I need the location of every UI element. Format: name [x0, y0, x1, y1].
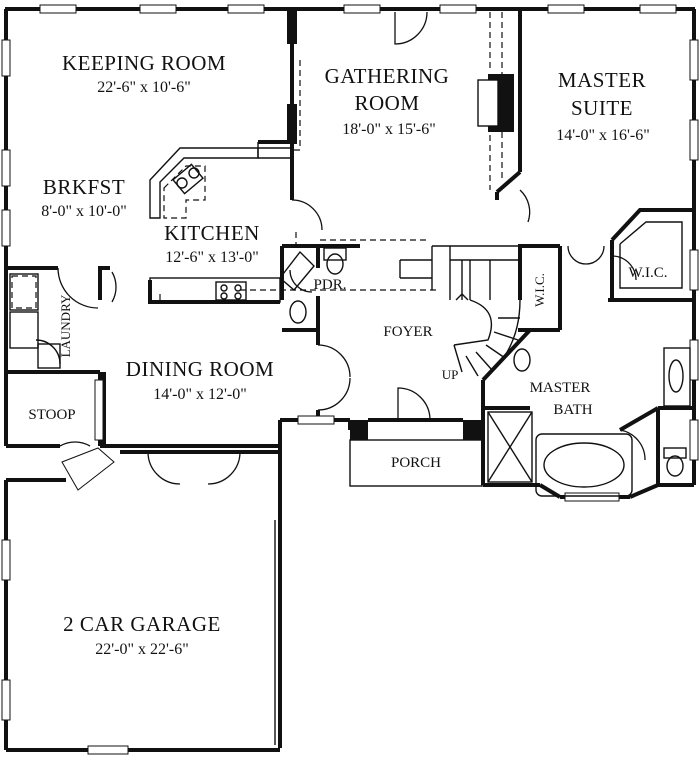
- kitchen-dims: 12'-6" x 13'-0": [165, 249, 258, 266]
- porch-name: PORCH: [391, 455, 441, 471]
- master-suite-dims: 14'-0" x 16'-6": [556, 127, 649, 144]
- breakfast-name: BRKFST: [43, 175, 125, 199]
- powder-room-name: PDR.: [314, 277, 347, 293]
- laundry-fixtures: [9, 273, 61, 369]
- room-labels: KEEPING ROOM 22'-6" x 10'-6" GATHERING R…: [28, 51, 667, 658]
- gathering-room-dims: 18'-0" x 15'-6": [342, 121, 435, 138]
- master-bath-name-1: MASTER: [530, 380, 591, 396]
- kitchen-fixtures: [149, 147, 315, 303]
- dining-room-dims: 14'-0" x 12'-0": [153, 386, 246, 403]
- foyer-name: FOYER: [383, 324, 432, 340]
- breakfast-dims: 8'-0" x 10'-0": [41, 203, 126, 220]
- gathering-room-name-2: ROOM: [354, 91, 419, 115]
- stair: [399, 245, 521, 381]
- windows: [1, 4, 699, 755]
- laundry-name: LAUNDRY: [58, 294, 73, 357]
- stair-up-label: UP: [442, 367, 459, 382]
- wic-right-name: W.I.C.: [628, 265, 667, 281]
- doors: [57, 11, 646, 485]
- gathering-room-name-1: GATHERING: [325, 64, 450, 88]
- dining-room-name: DINING ROOM: [126, 357, 274, 381]
- keeping-room-dims: 22'-6" x 10'-6": [97, 79, 190, 96]
- garage-dims: 22'-0" x 22'-6": [95, 641, 188, 658]
- walls: [4, 7, 696, 752]
- stoop-name: STOOP: [28, 407, 75, 423]
- bath-fixtures: [289, 247, 691, 497]
- keeping-room-name: KEEPING ROOM: [62, 51, 226, 75]
- master-bath-name-2: BATH: [553, 402, 592, 418]
- kitchen-name: KITCHEN: [164, 221, 260, 245]
- wic-left-name: W.I.C.: [532, 273, 547, 307]
- garage-name: 2 CAR GARAGE: [63, 612, 221, 636]
- overhead-lines: [240, 239, 440, 291]
- master-suite-name-2: SUITE: [571, 96, 633, 120]
- master-suite-name-1: MASTER: [558, 68, 646, 92]
